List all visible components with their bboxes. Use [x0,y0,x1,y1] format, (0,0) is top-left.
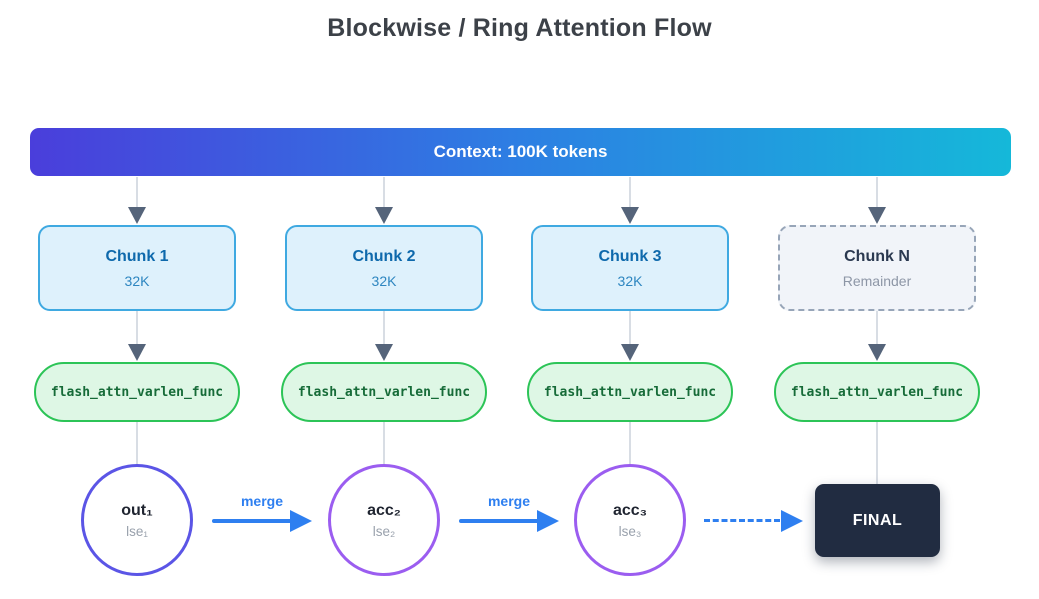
acc-circle-3-title: acc₃ [612,501,648,519]
connector-line [876,422,878,484]
output-circle-1: out₁ lse₁ [81,464,193,576]
arrow-down-icon [128,344,146,361]
chunk-3-title: Chunk 3 [598,247,662,265]
arrow-down-icon [868,344,886,361]
chunk-2-title: Chunk 2 [352,247,416,265]
connector-line [136,311,138,345]
merge-arrowhead-icon [537,510,559,532]
flash-attn-pill-2: flash_attn_varlen_func [281,362,487,422]
connector-line [876,311,878,345]
merge-label-1: merge [240,493,284,509]
connector-line [876,177,878,207]
merge-arrowhead-icon [290,510,312,532]
diagram-title: Blockwise / Ring Attention Flow [327,14,712,42]
chunk-2-box: Chunk 2 32K [285,225,483,311]
chunk-2-subtitle: 32K [371,272,397,289]
arrow-down-icon [868,207,886,224]
merge-label-2: merge [487,493,531,509]
connector-line [383,422,385,465]
flash-attn-pill-n-label: flash_attn_varlen_func [790,384,964,400]
connector-line [383,177,385,207]
acc-circle-3: acc₃ lse₃ [574,464,686,576]
flash-attn-pill-1-label: flash_attn_varlen_func [50,384,224,400]
connector-line [383,311,385,345]
merge-arrow-1 [212,519,292,523]
context-bar-label: Context: 100K tokens [433,142,608,161]
chunk-3-subtitle: 32K [617,272,643,289]
merge-arrowhead-icon [781,510,803,532]
chunk-n-box: Chunk N Remainder [778,225,976,311]
arrow-down-icon [621,207,639,224]
merge-arrow-2 [459,519,539,523]
chunk-1-subtitle: 32K [124,272,150,289]
output-circle-1-subtitle: lse₁ [126,523,148,539]
arrow-down-icon [375,344,393,361]
acc-circle-2-title: acc₂ [367,501,401,519]
flash-attn-pill-3: flash_attn_varlen_func [527,362,733,422]
acc-circle-2-subtitle: lse₂ [372,523,396,539]
final-box: FINAL [815,484,940,557]
arrow-down-icon [128,207,146,224]
chunk-1-box: Chunk 1 32K [38,225,236,311]
connector-line [629,311,631,345]
connector-line [629,177,631,207]
arrow-down-icon [375,207,393,224]
chunk-n-title: Chunk N [844,247,910,265]
flash-attn-pill-1: flash_attn_varlen_func [34,362,240,422]
connector-line [136,177,138,207]
final-box-label: FINAL [852,511,903,529]
flash-attn-pill-n: flash_attn_varlen_func [774,362,980,422]
context-bar: Context: 100K tokens [30,128,1011,176]
chunk-1-title: Chunk 1 [105,247,169,265]
arrow-down-icon [621,344,639,361]
dashed-merge-arrow [704,519,780,522]
flash-attn-pill-3-label: flash_attn_varlen_func [543,384,717,400]
acc-circle-2: acc₂ lse₂ [328,464,440,576]
chunk-3-box: Chunk 3 32K [531,225,729,311]
connector-line [629,422,631,465]
flash-attn-pill-2-label: flash_attn_varlen_func [297,384,471,400]
acc-circle-3-subtitle: lse₃ [618,523,642,539]
chunk-n-subtitle: Remainder [842,272,912,289]
output-circle-1-title: out₁ [121,501,153,519]
connector-line [136,422,138,465]
